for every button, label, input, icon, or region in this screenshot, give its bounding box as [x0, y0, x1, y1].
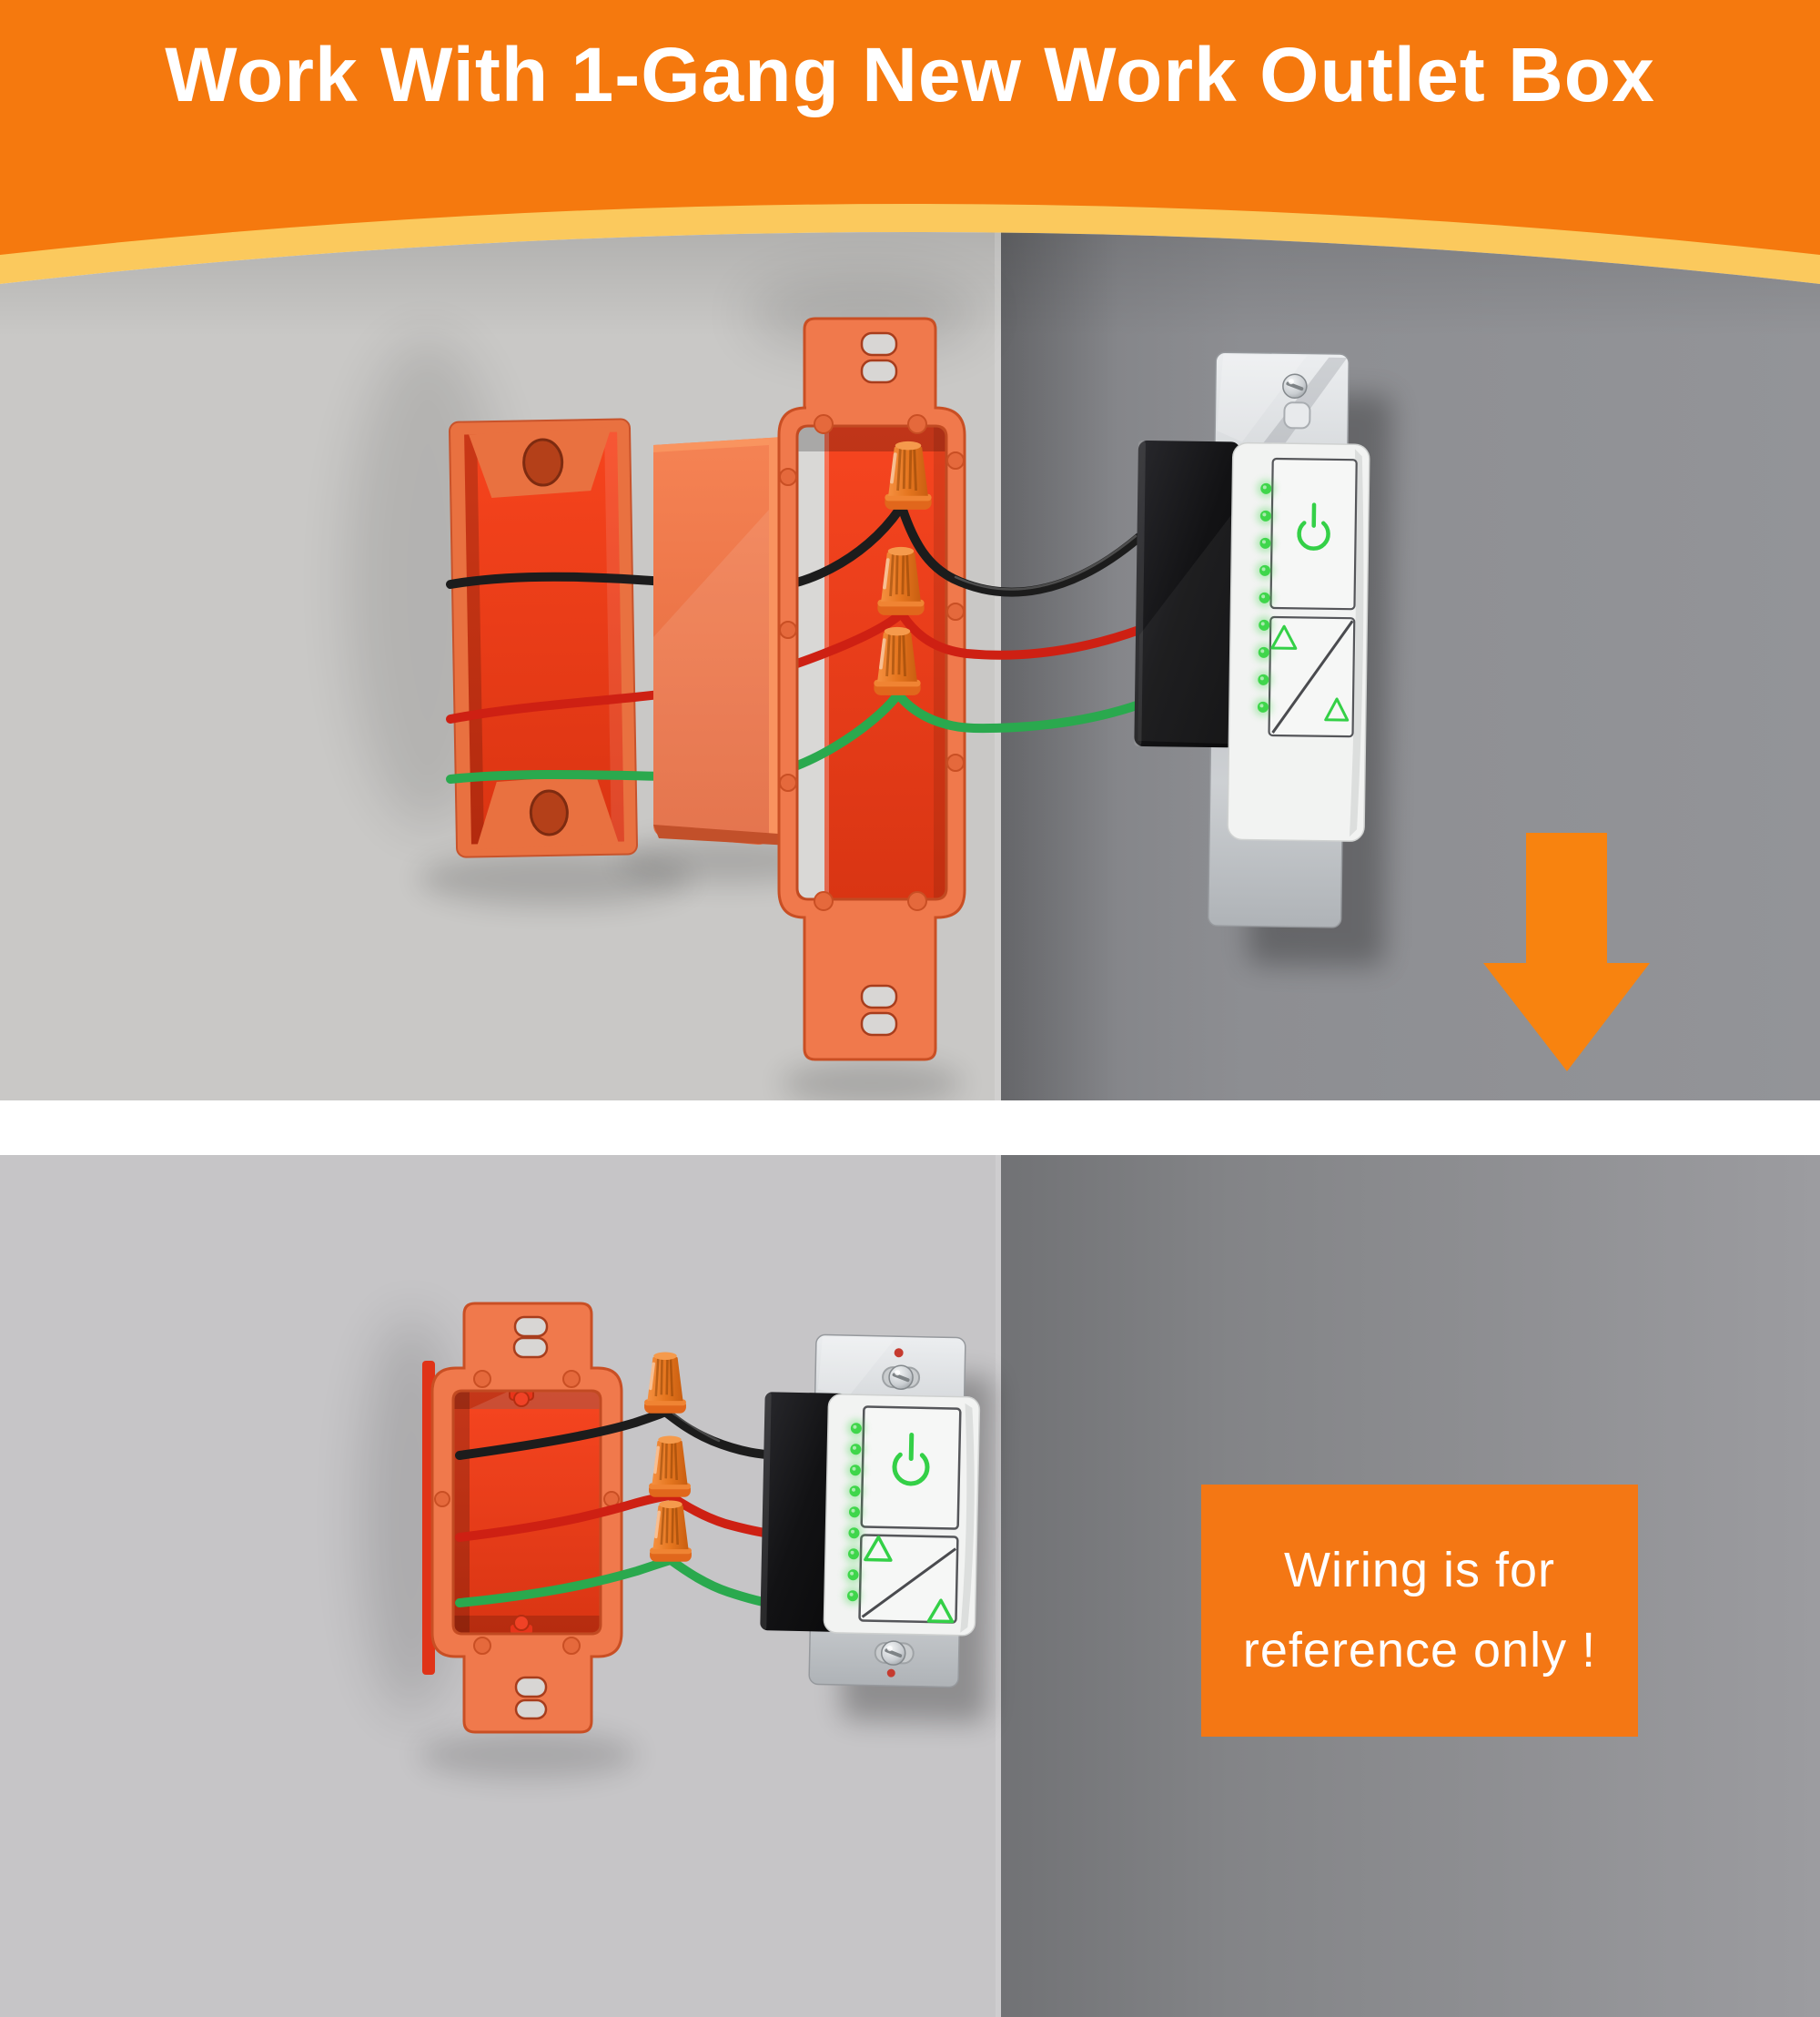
led-indicators [1254, 480, 1276, 716]
rocker-on-off [860, 1405, 962, 1530]
faceplate [823, 1394, 981, 1637]
dim-up-icon [864, 1536, 893, 1562]
faceplate [1227, 441, 1370, 842]
strap-screw-top [888, 1364, 915, 1391]
box-screw-hole-top [522, 438, 564, 487]
dimmer-diagonal [861, 1547, 957, 1618]
strap-screw-top [1281, 373, 1308, 400]
dim-icons [864, 1536, 955, 1624]
smart-dimmer-switch [760, 1333, 994, 1723]
switch-module [1134, 440, 1240, 748]
bracket-dimples [779, 414, 965, 911]
power-icon [1297, 502, 1330, 551]
strap-screw-bottom [880, 1640, 906, 1667]
bracket-tab-holes [860, 331, 898, 1037]
header-banner [0, 0, 1820, 255]
header-title: Work With 1-Gang New Work Outlet Box [165, 32, 1655, 117]
bottom-scene [0, 1155, 1820, 2017]
dim-down-icon [926, 1598, 955, 1624]
smart-dimmer-switch [1134, 351, 1392, 967]
wire-green [895, 691, 1144, 734]
strap-slot-top [1283, 401, 1311, 430]
wire-black [898, 505, 1144, 597]
wires [455, 1407, 781, 1609]
dimmer-diagonal [1271, 620, 1354, 734]
callout-line-2: reference only ! [1242, 1622, 1597, 1677]
top-scene [0, 0, 1820, 1100]
box-screw-hole-bottom [529, 789, 569, 836]
panel-divider [0, 1100, 1820, 1155]
bracket-dimples [434, 1370, 620, 1655]
callout-box [1201, 1485, 1638, 1737]
dim-down-icon [1324, 697, 1350, 722]
down-arrow-icon [1483, 833, 1650, 1071]
wires-right [895, 505, 1144, 734]
bracket-tab-holes [512, 1315, 549, 1720]
power-icon [892, 1433, 930, 1486]
dim-up-icon [1270, 624, 1298, 650]
sleeve-box [653, 436, 791, 846]
strap-hole-top [894, 1348, 904, 1358]
callout: Wiring is for reference only ! [1201, 1485, 1638, 1737]
callout-line-1: Wiring is for [1283, 1543, 1556, 1598]
wire-black [455, 1407, 781, 1460]
mounting-bracket [777, 317, 966, 1061]
dim-icons [1270, 624, 1350, 722]
mounting-bracket [430, 1302, 623, 1734]
strap-hole-bottom [886, 1668, 895, 1677]
outlet-box [449, 418, 639, 858]
rocker-on-off [1269, 457, 1358, 611]
wire-red [898, 611, 1144, 660]
